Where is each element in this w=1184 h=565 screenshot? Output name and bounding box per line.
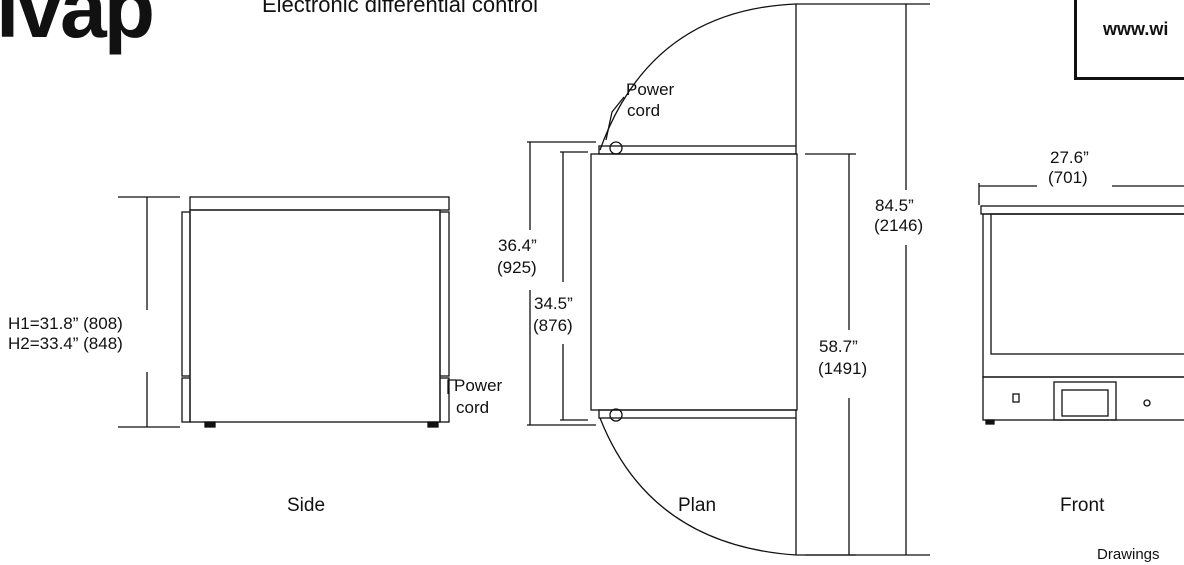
plan-depth-outer-mm: (925) [497, 258, 537, 277]
front-width-mm: (701) [1048, 168, 1088, 187]
side-height-h2: H2=33.4” (848) [8, 334, 123, 353]
side-view-label: Side [287, 495, 326, 516]
plan-power-cord-label-1: Power [626, 80, 675, 99]
plan-depth-inner-mm: (876) [533, 316, 573, 335]
product-subtitle: Electronic differential control [262, 0, 538, 17]
plan-view-label: Plan [678, 495, 717, 516]
plan-depth-outer-in: 36.4” [498, 236, 537, 255]
plan-total-mm: (2146) [874, 216, 924, 235]
side-view-drawing [118, 196, 456, 428]
plan-total-in: 84.5” [875, 196, 914, 215]
website-badge: www.wi [1074, 0, 1184, 80]
front-width-in: 27.6” [1050, 148, 1089, 167]
plan-view-drawing [527, 3, 930, 556]
side-height-h1: H1=31.8” (808) [8, 314, 123, 333]
front-view-label: Front [1060, 495, 1105, 516]
side-power-cord-label-1: Power [454, 376, 503, 395]
front-view-drawing [978, 183, 1184, 425]
side-power-cord-label-2: cord [456, 398, 490, 417]
plan-door-open-in: 58.7” [819, 337, 858, 356]
drawings-note: Drawings [1097, 546, 1160, 563]
plan-door-open-mm: (1491) [818, 359, 868, 378]
website-url: www.wi [1103, 19, 1169, 39]
plan-power-cord-label-2: cord [627, 101, 661, 120]
brand-logo: lvap [0, 0, 155, 55]
plan-depth-inner-in: 34.5” [534, 294, 573, 313]
